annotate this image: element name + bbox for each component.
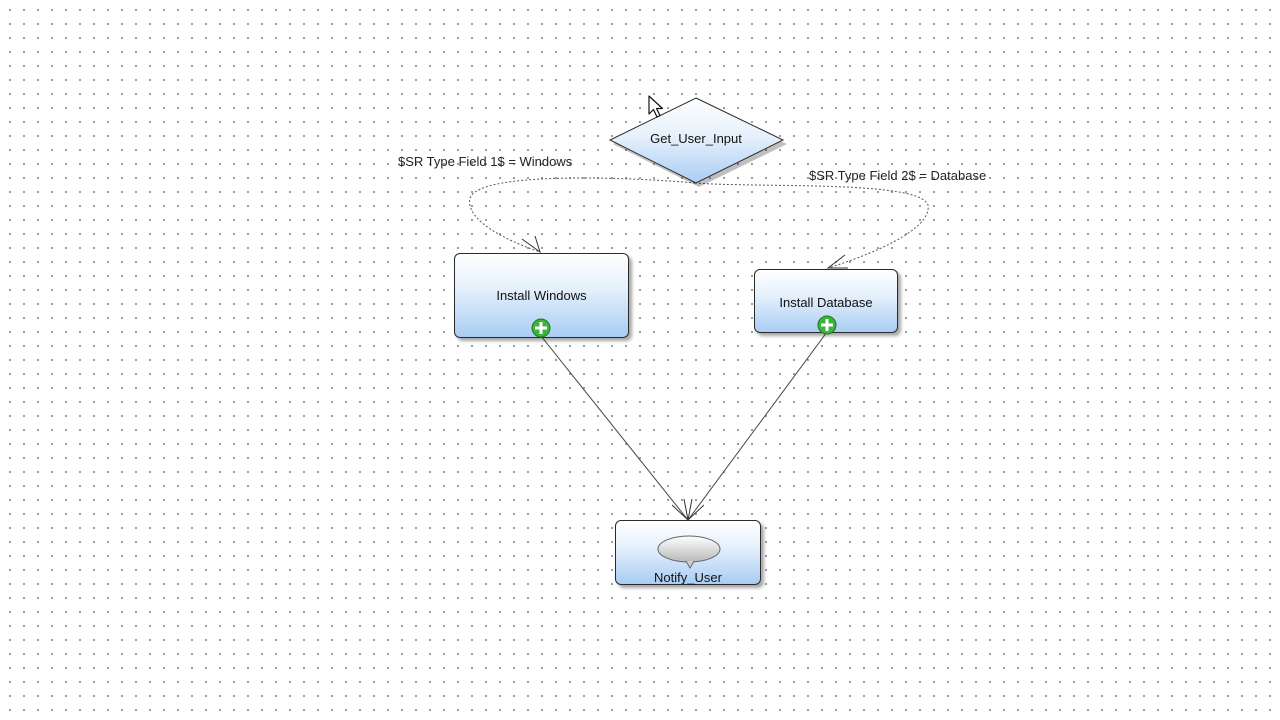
condition-label-windows: $SR Type Field 1$ = Windows [398,154,573,169]
install-windows-activity[interactable]: Install Windows [454,253,629,338]
speech-bubble-icon [657,535,721,570]
install-windows-label: Install Windows [496,288,587,303]
notify-user-label: Notify_User [654,570,722,585]
arrowhead-install-windows [521,235,541,254]
connector-to-install-windows[interactable] [469,177,696,253]
plus-icon[interactable] [531,318,551,338]
notify-user-activity[interactable]: Notify_User [615,520,761,585]
install-database-label: Install Database [779,295,873,310]
arrowhead-install-database [826,254,848,269]
connector-to-install-database[interactable] [694,182,929,269]
install-database-activity[interactable]: Install Database [754,269,898,335]
mouse-cursor-icon [648,95,664,118]
arrowhead-notify-user [671,498,705,522]
plus-icon[interactable] [817,315,837,335]
decision-diamond[interactable] [608,97,785,184]
condition-label-database: $SR Type Field 2$ = Database [809,168,987,183]
decision-label: Get_User_Input [650,131,742,146]
connector-database-to-notify[interactable] [687,331,828,521]
connector-windows-to-notify[interactable] [540,335,689,521]
